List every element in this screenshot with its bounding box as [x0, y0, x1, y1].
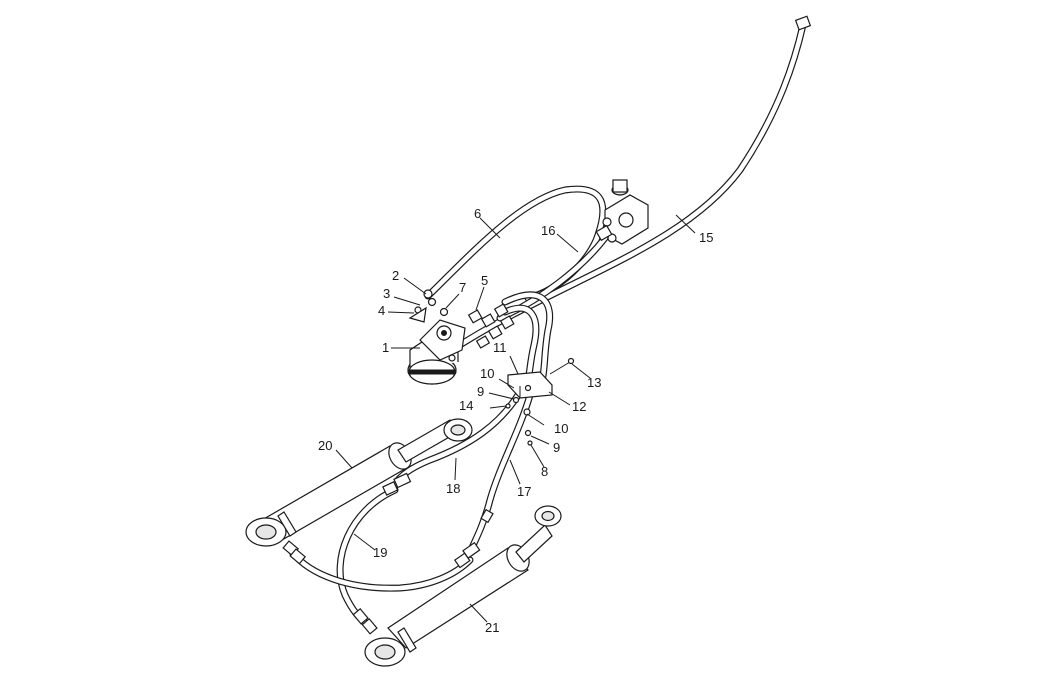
- callout-11: 11: [493, 340, 507, 355]
- callout-10a: 10: [480, 366, 494, 381]
- callout-1: 1: [382, 340, 389, 355]
- hose-fittings: [282, 15, 812, 635]
- callout-12: 12: [572, 399, 586, 414]
- callout-20: 20: [318, 438, 332, 453]
- callout-16: 16: [541, 223, 555, 238]
- callout-3: 3: [383, 286, 390, 301]
- fasteners: [489, 396, 533, 446]
- callout-10b: 10: [554, 421, 568, 436]
- callout-9a: 9: [477, 384, 484, 399]
- hose-clamp: [507, 357, 575, 399]
- callout-21: 21: [485, 620, 499, 635]
- cylinder-21: [364, 505, 562, 667]
- flow-valve: [595, 179, 649, 245]
- callout-14: 14: [459, 398, 473, 413]
- callout-8: 8: [541, 464, 548, 479]
- callout-labels: 1 2 3 4 5 6 7 8 9 9 10 10 11 12 13 14 15…: [318, 206, 713, 635]
- cylinder-20: [245, 418, 473, 547]
- callout-9b: 9: [553, 440, 560, 455]
- hoses: [288, 21, 807, 632]
- hose-18: [394, 388, 524, 484]
- steering-valve: [407, 319, 466, 385]
- hose-loop-right: [501, 291, 554, 384]
- callout-2: 2: [392, 268, 399, 283]
- callout-15: 15: [699, 230, 713, 245]
- hose-15: [448, 21, 807, 354]
- callout-4: 4: [378, 303, 385, 318]
- callout-13: 13: [587, 375, 601, 390]
- hose-17: [466, 391, 534, 556]
- valve-fittings: [408, 289, 515, 349]
- callout-19: 19: [373, 545, 387, 560]
- callout-5: 5: [481, 273, 488, 288]
- callout-6: 6: [474, 206, 481, 221]
- callout-18: 18: [446, 481, 460, 496]
- callout-17: 17: [517, 484, 531, 499]
- leader-lines: [335, 214, 696, 623]
- callout-7: 7: [459, 280, 466, 295]
